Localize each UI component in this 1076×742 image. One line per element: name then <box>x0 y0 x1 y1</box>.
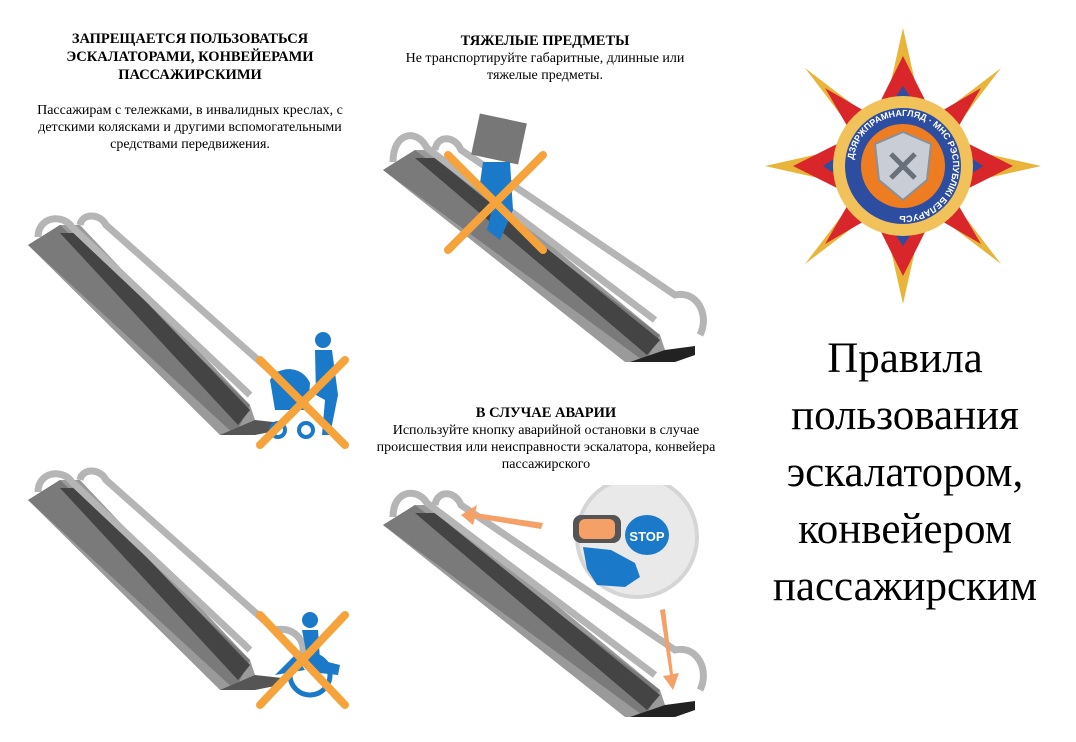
title-line: эскалатором, <box>786 449 1024 496</box>
emergency-section: В СЛУЧАЕ АВАРИИ Используйте кнопку авари… <box>372 404 720 473</box>
arrow-icon <box>461 505 679 690</box>
escalator-icon <box>383 132 707 362</box>
heavy-items-heading: ТЯЖЕЛЫЕ ПРЕДМЕТЫ <box>460 33 630 49</box>
heavy-items-text: Не транспортируйте габаритные, длинные и… <box>405 51 685 83</box>
prohibited-cross-icon <box>256 611 349 709</box>
stop-label: STOP <box>629 529 664 544</box>
escalator-heavy-box-illustration <box>383 113 707 362</box>
prohibited-cross-icon <box>444 151 547 254</box>
escalator-stroller-illustration <box>28 212 349 449</box>
escalator-stop-button-illustration: STOP <box>383 485 707 717</box>
prohibited-text: Пассажирам с тележками, в инвалидных кре… <box>37 103 343 152</box>
title-line: конвейером <box>798 506 1012 553</box>
escalator-wheelchair-illustration <box>28 467 349 709</box>
prohibited-cross-icon <box>256 356 349 449</box>
title-line: пользования <box>791 392 1019 439</box>
title-line: пассажирским <box>772 563 1038 610</box>
emergency-text: Используйте кнопку аварийной остановки в… <box>376 423 716 472</box>
escalator-icon <box>383 489 707 717</box>
page-title: Правила пользования эскалатором, конвейе… <box>745 330 1065 615</box>
emergency-heading: В СЛУЧАЕ АВАРИИ <box>475 405 617 421</box>
stop-button-inset: STOP <box>573 485 699 599</box>
heavy-items-section: ТЯЖЕЛЫЕ ПРЕДМЕТЫ Не транспортируйте габа… <box>380 32 710 84</box>
title-line: Правила <box>827 335 983 382</box>
prohibited-heading: ЗАПРЕЩАЕТСЯ ПОЛЬЗОВАТЬСЯ ЭСКАЛАТОРАМИ, К… <box>66 31 314 83</box>
escalator-icon <box>28 467 307 690</box>
escalator-icon <box>28 212 307 435</box>
prohibited-section: ЗАПРЕЩАЕТСЯ ПОЛЬЗОВАТЬСЯ ЭСКАЛАТОРАМИ, К… <box>20 30 360 153</box>
emblem-logo: ДЗЯРЖПРАМНАГЛЯД · МНС РЭСПУБЛІКІ БЕЛАРУС… <box>765 28 1041 304</box>
